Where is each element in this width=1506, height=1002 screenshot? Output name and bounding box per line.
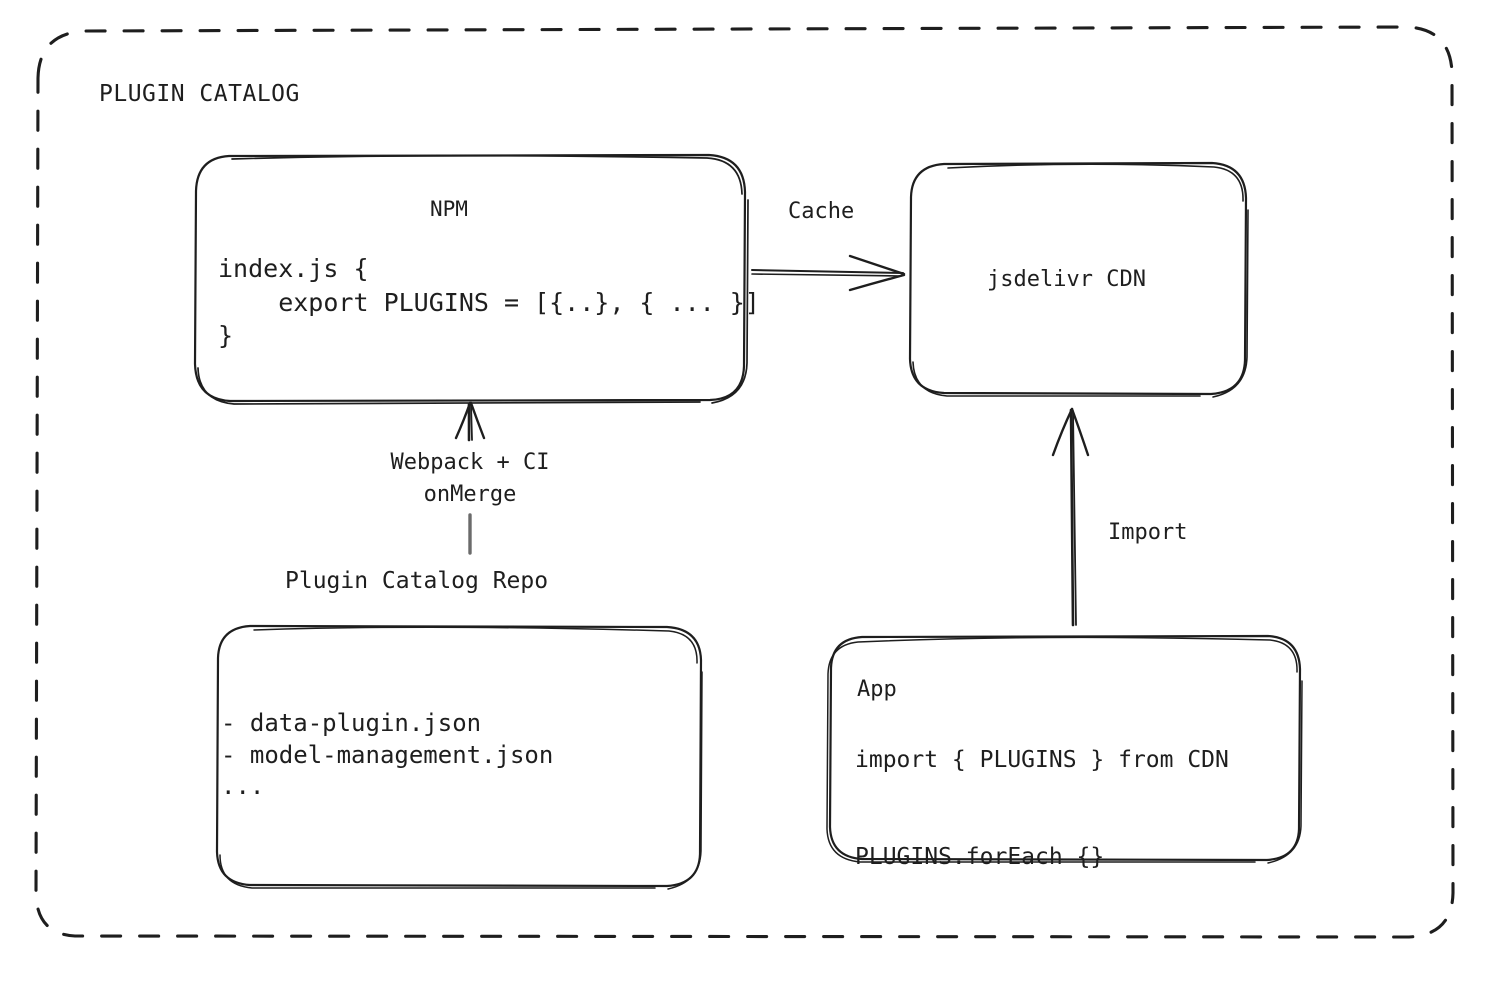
app-box[interactable] xyxy=(826,634,1303,864)
cache-arrow xyxy=(751,254,906,292)
container-title: PLUGIN CATALOG xyxy=(99,81,300,107)
import-arrow xyxy=(1051,407,1090,627)
build-edge-label: Webpack + CI onMerge xyxy=(390,450,550,507)
app-code-block: import { PLUGINS } from CDN PLUGINS.forE… xyxy=(855,747,1229,870)
app-title: App xyxy=(857,677,897,702)
plugin-catalog-container xyxy=(34,25,1455,939)
plugin-catalog-repo-box[interactable] xyxy=(215,624,703,890)
npm-title: NPM xyxy=(430,197,468,221)
npm-code-block: index.js { export PLUGINS = [{..}, { ...… xyxy=(218,254,760,350)
jsdelivr-cdn-box[interactable] xyxy=(908,161,1249,398)
build-arrow xyxy=(454,401,486,555)
plugin-catalog-repo-label: Plugin Catalog Repo xyxy=(285,568,549,594)
npm-box[interactable] xyxy=(193,153,749,405)
jsdelivr-cdn-title: jsdelivr CDN xyxy=(987,267,1146,292)
import-edge-label: Import xyxy=(1108,520,1188,545)
cache-edge-label: Cache xyxy=(788,199,855,224)
plugin-catalog-repo-files: - data-plugin.json - model-management.js… xyxy=(221,709,554,801)
